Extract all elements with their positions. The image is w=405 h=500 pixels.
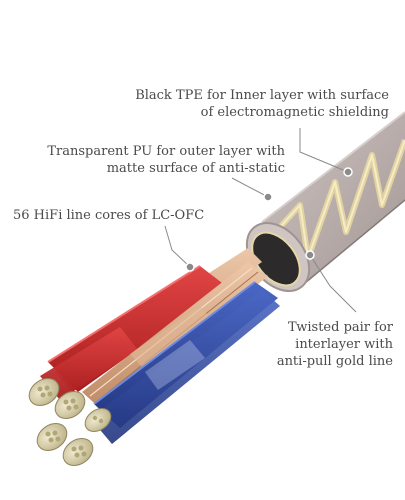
blue-core-bundle bbox=[90, 281, 280, 444]
leader-pu bbox=[231, 177, 273, 202]
callout-pu-outer-layer: Transparent PU for outer layer with matt… bbox=[47, 143, 285, 177]
red-core-bundle bbox=[40, 248, 262, 400]
strand-tips bbox=[28, 378, 112, 466]
callout-cores-line-1: 56 HiFi line cores of LC-OFC bbox=[13, 208, 205, 223]
callout-twisted-line-3: anti-pull gold line bbox=[276, 354, 393, 369]
callout-tpe-line-2: of electromagnetic shielding bbox=[200, 105, 389, 120]
callout-twisted-line-1: Twisted pair for bbox=[288, 320, 393, 335]
callout-pu-line-1: Transparent PU for outer layer with bbox=[47, 144, 285, 159]
leader-lines bbox=[164, 128, 357, 313]
strand-tip-4 bbox=[62, 438, 94, 466]
callout-pu-line-2: matte surface of anti-static bbox=[106, 161, 285, 176]
callout-twisted-line-2: interlayer with bbox=[295, 337, 393, 352]
leader-tpe bbox=[299, 128, 353, 177]
callout-line-cores: 56 HiFi line cores of LC-OFC bbox=[13, 207, 204, 224]
strand-tip-1 bbox=[28, 378, 60, 406]
leader-twisted bbox=[305, 250, 357, 313]
callout-tpe-inner-layer: Black TPE for Inner layer with surface o… bbox=[135, 87, 389, 121]
strand-tip-5 bbox=[84, 408, 112, 432]
circle-dot-icon bbox=[305, 250, 315, 260]
strand-tip-2 bbox=[54, 391, 86, 419]
circle-dot-icon bbox=[185, 262, 195, 272]
callout-twisted-pair: Twisted pair for interlayer with anti-pu… bbox=[277, 319, 393, 370]
strand-tip-3 bbox=[36, 423, 68, 451]
circle-dot-icon bbox=[343, 167, 353, 177]
leader-cores bbox=[164, 225, 195, 272]
circle-dot-icon bbox=[263, 192, 273, 202]
callout-tpe-line-1: Black TPE for Inner layer with surface bbox=[135, 88, 389, 103]
